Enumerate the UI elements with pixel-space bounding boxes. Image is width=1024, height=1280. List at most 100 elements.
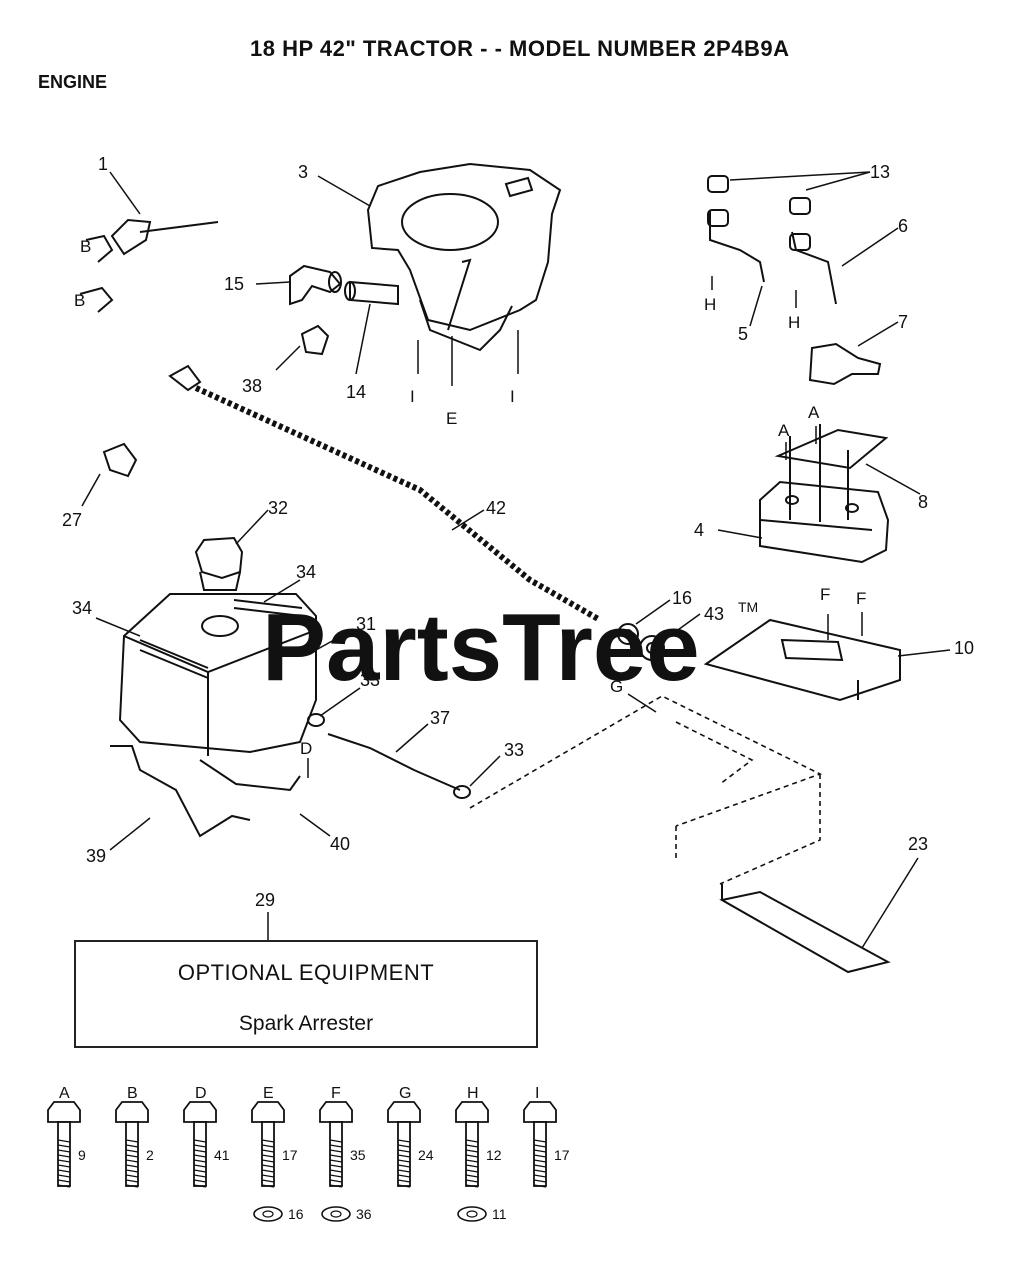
bolt-head-icon — [523, 1101, 557, 1123]
callout-c7[interactable]: 7 — [898, 312, 908, 332]
hardware-part-number: 17 — [282, 1147, 298, 1163]
callout-c5[interactable]: 5 — [738, 324, 748, 344]
callout-c23[interactable]: 23 — [908, 834, 928, 854]
callout-c31[interactable]: 31 — [356, 614, 376, 634]
part-42-cable[interactable] — [168, 364, 602, 623]
fastener-letter-d: D — [300, 739, 312, 758]
part-5-hose[interactable] — [707, 209, 765, 283]
fastener-letter-g: G — [610, 677, 623, 696]
callout-c6[interactable]: 6 — [898, 216, 908, 236]
leader-lines — [81, 171, 951, 949]
part-8-bracket[interactable] — [774, 424, 889, 522]
callout-c43[interactable]: 43 — [704, 604, 724, 624]
bolt-head-icon — [115, 1101, 149, 1123]
washer-part-number: 16 — [288, 1206, 304, 1222]
callout-c8[interactable]: 8 — [918, 492, 928, 512]
part-27-clip[interactable] — [102, 442, 138, 478]
callout-c40[interactable]: 40 — [330, 834, 350, 854]
callout-c34b[interactable]: 34 — [72, 598, 92, 618]
callout-c13[interactable]: 13 — [870, 162, 890, 182]
part-7-clip[interactable] — [808, 342, 882, 386]
part-16-washer[interactable] — [617, 623, 639, 645]
part-3-engine[interactable] — [366, 162, 562, 352]
callout-c32[interactable]: 32 — [268, 498, 288, 518]
bolt-head-icon — [455, 1101, 489, 1123]
part-4-muffler[interactable] — [759, 480, 890, 564]
callout-c33b[interactable]: 33 — [504, 740, 524, 760]
part-38-fitting[interactable] — [300, 324, 330, 356]
callout-c38[interactable]: 38 — [242, 376, 262, 396]
hardware-item-b[interactable]: B2 — [115, 1085, 154, 1188]
hardware-item-g[interactable]: G24 — [387, 1085, 434, 1188]
optional-equipment-title: OPTIONAL EQUIPMENT — [177, 960, 435, 985]
part-37-fuel-line[interactable] — [327, 733, 461, 791]
hardware-item-i[interactable]: I17 — [523, 1085, 570, 1188]
hardware-letter: E — [263, 1085, 274, 1102]
hardware-letter: I — [535, 1085, 539, 1102]
part-1-bracket[interactable] — [79, 218, 219, 313]
hardware-letter: B — [127, 1085, 138, 1102]
page-title: 18 HP 42" TRACTOR - - MODEL NUMBER 2P4B9… — [250, 36, 790, 61]
callout-c16[interactable]: 16 — [672, 588, 692, 608]
callout-c1[interactable]: 1 — [98, 154, 108, 174]
hardware-item-e[interactable]: E 17 16 — [251, 1085, 304, 1222]
tractor-frame — [469, 695, 823, 885]
hardware-item-d[interactable]: D41 — [183, 1085, 230, 1188]
fastener-letter-h: H — [788, 313, 800, 332]
callout-c3[interactable]: 3 — [298, 162, 308, 182]
fastener-symbols — [307, 276, 863, 778]
watermark-tm: TM — [738, 599, 758, 615]
callout-c39[interactable]: 39 — [86, 846, 106, 866]
hardware-part-number: 2 — [146, 1147, 154, 1163]
callout-c27[interactable]: 27 — [62, 510, 82, 530]
optional-equipment-item: Spark Arrester — [238, 1012, 374, 1035]
callout-c4[interactable]: 4 — [694, 520, 704, 540]
watermark: PartsTree — [262, 594, 700, 701]
part-32-cap[interactable] — [194, 536, 244, 591]
hardware-part-number: 12 — [486, 1147, 502, 1163]
bolt-head-icon — [183, 1101, 217, 1123]
callout-c14[interactable]: 14 — [346, 382, 366, 402]
fastener-letter-f: F — [820, 585, 830, 604]
fastener-letter-i: I — [410, 387, 415, 406]
fastener-letter-b: B — [80, 237, 91, 256]
callout-c33a[interactable]: 33 — [360, 670, 380, 690]
part-33-clamps[interactable] — [307, 713, 471, 799]
part-34-strips[interactable] — [139, 599, 303, 679]
callout-c10[interactable]: 10 — [954, 638, 974, 658]
bolt-head-icon — [251, 1101, 285, 1123]
part-6-hose[interactable] — [789, 231, 837, 305]
callout-c34a[interactable]: 34 — [296, 562, 316, 582]
part-14-hose[interactable] — [344, 280, 399, 306]
part-10-shield[interactable] — [703, 618, 901, 702]
callout-c29[interactable]: 29 — [255, 890, 275, 910]
part-23-shield[interactable] — [719, 884, 891, 974]
hardware-part-number: 41 — [214, 1147, 230, 1163]
callout-c42[interactable]: 42 — [486, 498, 506, 518]
hardware-letter: H — [467, 1085, 479, 1102]
fastener-letter-a: A — [808, 403, 820, 422]
part-40-strap[interactable] — [199, 759, 301, 792]
callout-c37[interactable]: 37 — [430, 708, 450, 728]
fastener-letter-i: I — [510, 387, 515, 406]
callout-c15[interactable]: 15 — [224, 274, 244, 294]
part-13-clamps[interactable] — [707, 175, 811, 215]
hardware-letter: F — [331, 1085, 341, 1102]
section-label: ENGINE — [38, 72, 108, 92]
hardware-part-number: 35 — [350, 1147, 366, 1163]
fastener-letter-a: A — [778, 421, 790, 440]
part-15-elbow[interactable] — [289, 264, 342, 306]
part-39-strap[interactable] — [110, 745, 251, 838]
hardware-part-number: 9 — [78, 1147, 86, 1163]
part-43-nut[interactable] — [639, 635, 665, 661]
fastener-letter-h: H — [704, 295, 716, 314]
fastener-letter-b: B — [74, 291, 85, 310]
hardware-item-a[interactable]: A9 — [47, 1085, 86, 1188]
